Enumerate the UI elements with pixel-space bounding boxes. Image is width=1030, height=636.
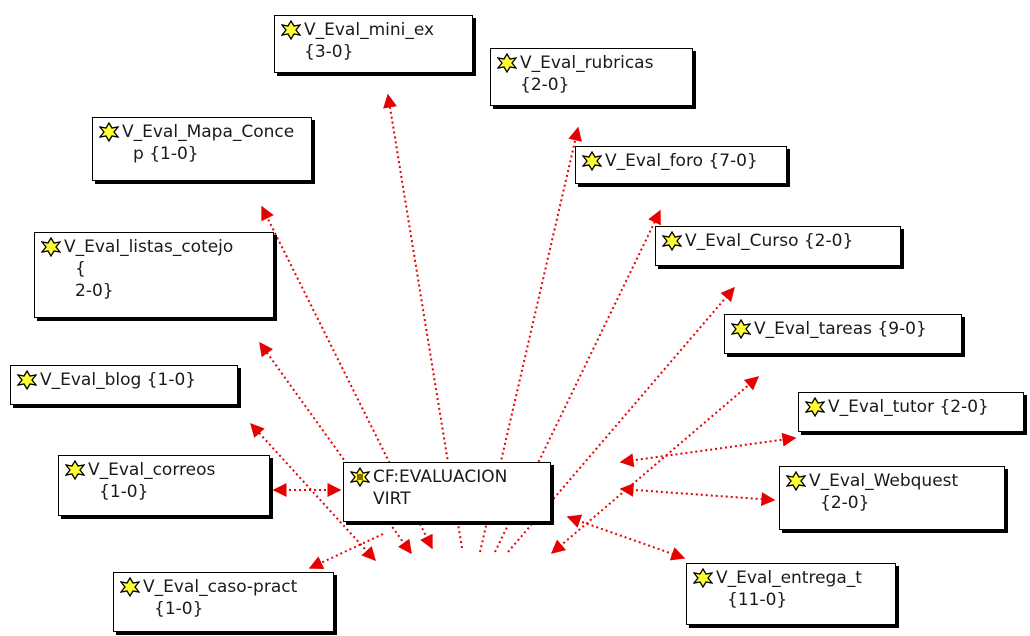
node-count: {1-0} xyxy=(99,482,149,502)
cf-node-icon xyxy=(350,467,370,487)
view-node-icon xyxy=(805,397,825,417)
node-label: V_Eval_Curso {2-0} xyxy=(685,231,854,251)
view-node-icon xyxy=(99,122,119,142)
node-count: {1-0} xyxy=(154,599,204,619)
node-label: V_Eval_blog {1-0} xyxy=(40,370,197,390)
node-label: V_Eval_rubricas xyxy=(520,53,654,73)
node-label: V_Eval_listas_cotejo xyxy=(64,237,234,257)
link-tareas xyxy=(550,376,760,554)
node-label: V_Eval_tareas {9-0} xyxy=(754,319,927,339)
link-caso xyxy=(308,533,384,570)
node-count: {11-0} xyxy=(727,590,788,610)
view-node-icon xyxy=(281,20,301,40)
view-node-icon xyxy=(120,577,140,597)
link-entrega xyxy=(566,514,686,561)
node-v-eval-tareas[interactable]: V_Eval_tareas {9-0} xyxy=(724,314,962,354)
view-node-icon xyxy=(497,53,517,73)
node-v-eval-listas-cotejo[interactable]: V_Eval_listas_cotejo { 2-0} xyxy=(34,232,274,318)
node-count: {2-0} xyxy=(520,75,570,95)
node-label: V_Eval_caso-pract xyxy=(143,577,298,597)
view-node-icon xyxy=(731,319,751,339)
center-node[interactable]: CF:EVALUACION VIRT xyxy=(343,462,551,522)
node-v-eval-rubricas[interactable]: V_Eval_rubricas {2-0} xyxy=(490,48,693,106)
center-node-label: CF:EVALUACION xyxy=(373,467,508,487)
node-v-eval-mini-ex[interactable]: V_Eval_mini_ex {3-0} xyxy=(274,15,473,73)
node-v-eval-curso[interactable]: V_Eval_Curso {2-0} xyxy=(655,226,901,266)
node-v-eval-foro[interactable]: V_Eval_foro {7-0} xyxy=(575,146,787,184)
node-label: V_Eval_entrega_t xyxy=(716,568,862,588)
node-v-eval-mapa-concep[interactable]: V_Eval_Mapa_Conce p {1-0} xyxy=(92,117,312,181)
node-label: V_Eval_Webquest xyxy=(809,471,959,491)
view-node-icon xyxy=(582,151,602,171)
node-label: V_Eval_mini_ex xyxy=(304,20,435,40)
node-label: V_Eval_tutor {2-0} xyxy=(828,397,989,417)
node-label: V_Eval_correos xyxy=(88,460,216,480)
node-count: {2-0} xyxy=(820,493,870,513)
node-count: { 2-0} xyxy=(75,259,114,301)
node-v-eval-webquest[interactable]: V_Eval_Webquest {2-0} xyxy=(779,466,1005,530)
node-v-eval-entrega-t[interactable]: V_Eval_entrega_t {11-0} xyxy=(686,563,896,625)
view-node-icon xyxy=(65,460,85,480)
center-node-sublabel: VIRT xyxy=(373,489,411,509)
link-webquest xyxy=(619,482,776,507)
node-v-eval-correos[interactable]: V_Eval_correos {1-0} xyxy=(58,455,270,516)
node-count: p {1-0} xyxy=(133,144,199,164)
link-tutor xyxy=(619,432,797,468)
node-label: V_Eval_foro {7-0} xyxy=(605,151,758,171)
view-node-icon xyxy=(662,231,682,251)
node-v-eval-caso-pract[interactable]: V_Eval_caso-pract {1-0} xyxy=(113,572,334,632)
link-listas xyxy=(259,341,412,555)
view-node-icon xyxy=(786,471,806,491)
node-count: {3-0} xyxy=(304,42,354,62)
link-foro xyxy=(494,209,661,553)
node-label: V_Eval_Mapa_Conce xyxy=(122,122,295,142)
node-v-eval-blog[interactable]: V_Eval_blog {1-0} xyxy=(10,365,238,405)
view-node-icon xyxy=(693,568,713,588)
view-node-icon xyxy=(17,370,37,390)
view-node-icon xyxy=(41,237,61,257)
link-blog xyxy=(250,422,376,562)
node-v-eval-tutor[interactable]: V_Eval_tutor {2-0} xyxy=(798,392,1024,432)
